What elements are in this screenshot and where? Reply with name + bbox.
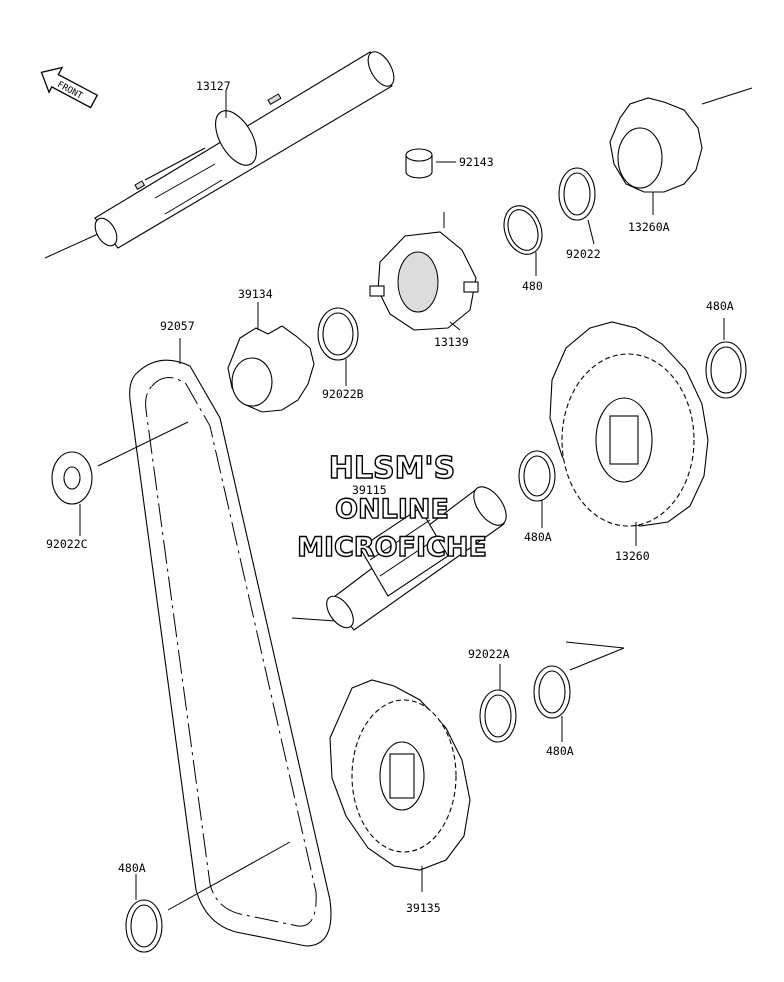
washer-92022C — [51, 451, 93, 536]
chain-92057 — [97, 338, 332, 947]
shift-ring-13139 — [369, 212, 479, 331]
label-92057: 92057 — [160, 319, 195, 333]
label-13127: 13127 — [196, 79, 231, 93]
label-480A-lower: 480A — [546, 744, 574, 758]
label-480A-right: 480A — [706, 299, 734, 313]
label-92022: 92022 — [566, 247, 601, 261]
watermark-line1: HLSM'S — [329, 451, 455, 486]
front-arrow-icon: FRONT — [40, 66, 99, 109]
label-480A-mid: 480A — [524, 530, 552, 544]
watermark-line2: ONLINE — [335, 494, 449, 525]
collar-92143 — [405, 148, 456, 179]
label-13260: 13260 — [615, 549, 650, 563]
circlip-480A-mid — [518, 450, 556, 528]
circlip-480A-right — [705, 318, 747, 399]
countershaft-39115 — [291, 486, 507, 631]
label-92022C: 92022C — [46, 537, 88, 551]
washer-92022 — [558, 167, 596, 245]
circlip-480 — [503, 205, 543, 276]
gear-13260 — [549, 321, 709, 546]
washer-92022A — [479, 664, 517, 743]
label-92022B: 92022B — [322, 387, 364, 401]
main-shaft — [44, 51, 395, 259]
label-13260A: 13260A — [628, 220, 670, 234]
label-39134: 39134 — [238, 287, 273, 301]
label-39135: 39135 — [406, 901, 441, 915]
watermark-line3: MICROFICHE — [297, 532, 487, 563]
washer-92022B — [317, 307, 359, 386]
label-13139: 13139 — [434, 335, 469, 349]
circlip-480A-bottom — [125, 841, 291, 953]
label-92143: 92143 — [459, 155, 494, 169]
gear-13260A — [609, 87, 753, 215]
label-92022A: 92022A — [468, 647, 510, 661]
label-480A-bottom: 480A — [118, 861, 146, 875]
label-480: 480 — [522, 279, 543, 293]
circlip-480A-lower — [533, 641, 625, 742]
sprocket-39135 — [329, 679, 471, 892]
label-39115: 39115 — [352, 483, 387, 497]
sprocket-39134 — [227, 302, 315, 413]
